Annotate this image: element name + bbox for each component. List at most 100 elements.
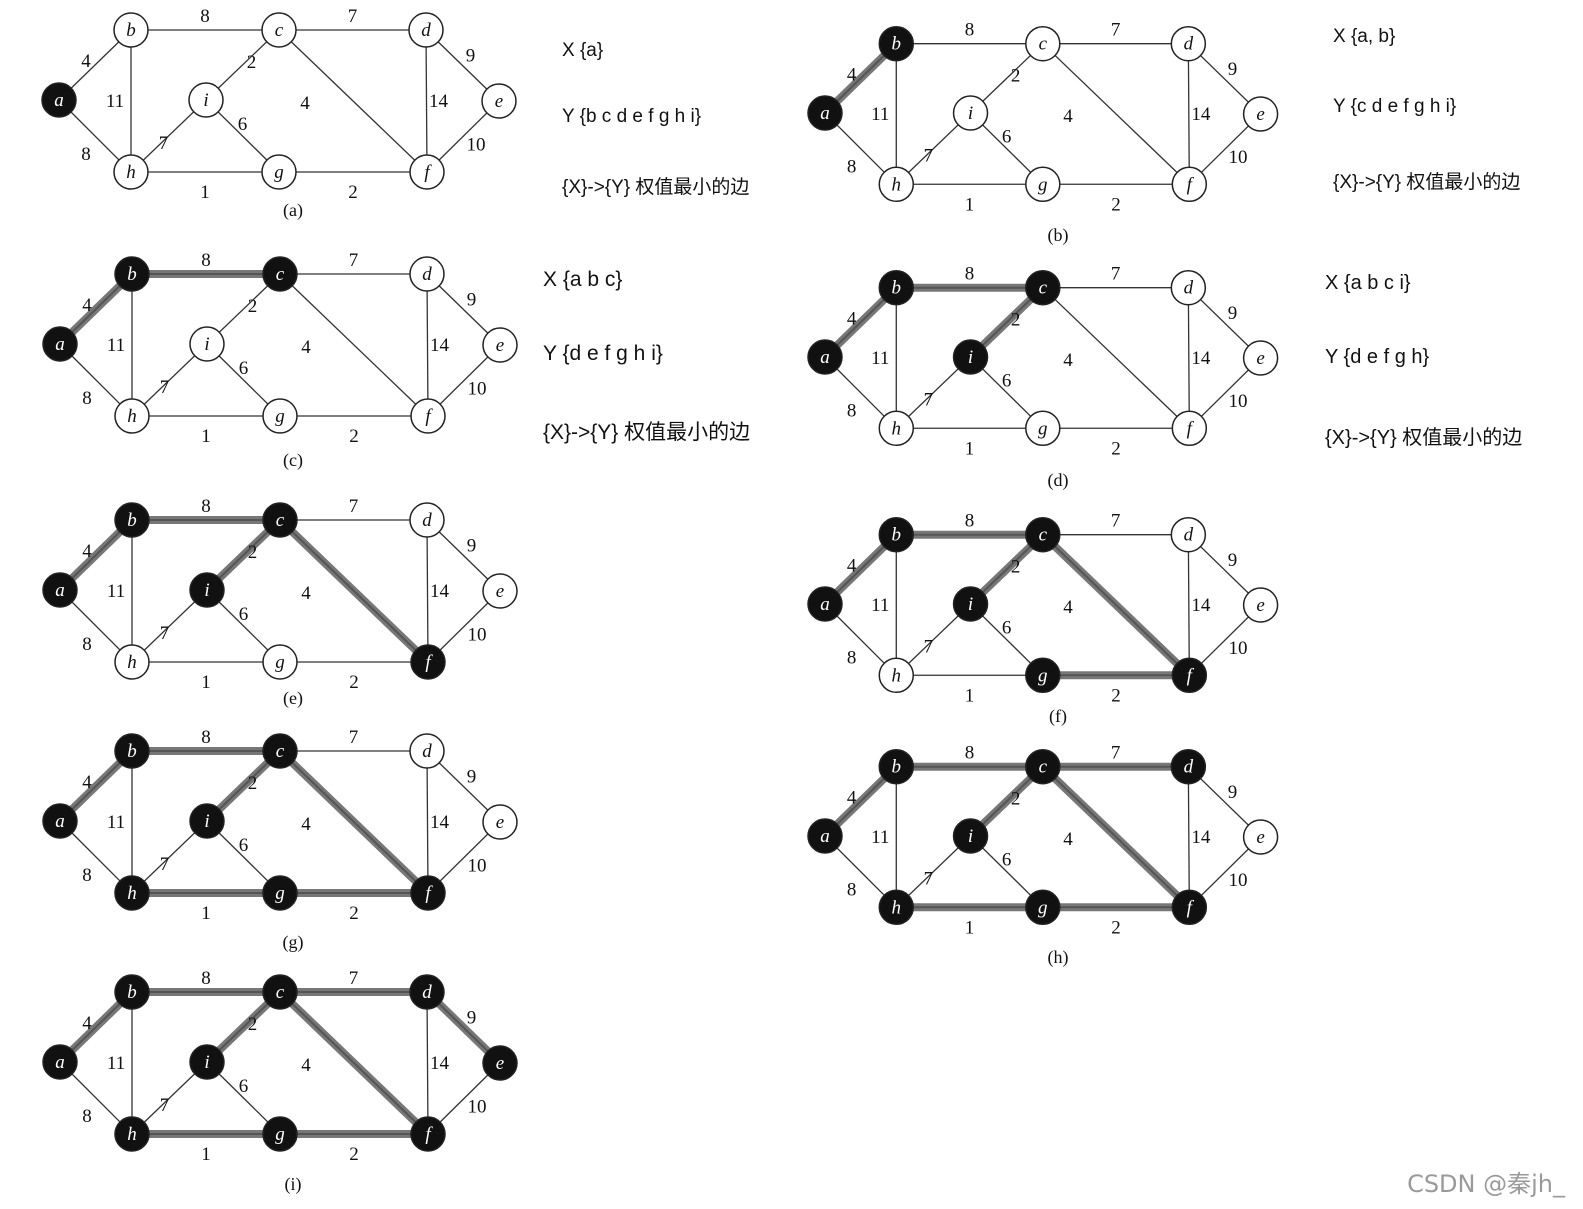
node-a [42,326,78,362]
node-label-g: g [275,406,285,427]
edge-weight-c-f: 4 [1063,829,1073,850]
edge-weight-g-i: 6 [1002,371,1012,392]
edge-weight-g-h: 1 [201,903,211,924]
node-label-d: d [1184,34,1194,55]
node-e [1242,96,1279,132]
edge-weight-c-i: 2 [248,542,258,563]
node-label-d: d [1184,757,1194,778]
node-label-d: d [422,982,432,1003]
edge-weight-c-i: 2 [248,296,258,317]
node-a [42,1044,78,1080]
edge-weight-c-f: 4 [301,583,311,604]
edge-weight-e-f: 10 [1228,147,1247,168]
edge-weight-a-h: 8 [82,634,92,655]
annotation-b-x-set: X {a, b} [1333,26,1396,47]
node-label-g: g [1038,665,1048,686]
edge-weight-a-h: 8 [847,401,857,422]
edge-weight-d-e: 9 [467,1008,477,1029]
edge-d-f [426,519,429,663]
edge-weight-g-h: 1 [201,672,211,693]
node-c [1025,516,1061,553]
node-label-h: h [126,162,136,183]
edge-weight-g-i: 6 [1002,618,1012,639]
edge-weight-b-c: 8 [965,20,975,41]
node-label-f: f [1187,418,1195,439]
edge-weight-e-f: 10 [468,379,487,400]
edge-weight-a-h: 8 [82,865,92,886]
edge-weight-b-h: 11 [871,348,889,369]
annotation-c-x-set: X {a b c} [543,268,623,291]
node-c [262,256,298,292]
edge-weight-a-b: 4 [847,787,857,808]
panel-caption-f: (f) [1049,706,1067,727]
node-label-d: d [422,510,432,531]
node-label-i: i [204,334,209,355]
node-d [409,256,445,292]
node-label-i: i [968,103,973,124]
edge-weight-h-i: 7 [160,377,170,398]
node-label-i: i [204,580,209,601]
edge-weight-c-i: 2 [1011,788,1021,809]
edge-c-f [1042,43,1190,185]
edge-weight-b-c: 8 [965,511,975,532]
node-label-h: h [127,652,137,673]
node-g [1025,166,1061,203]
edge-weight-g-h: 1 [200,182,210,203]
node-label-h: h [892,665,902,686]
node-label-h: h [127,1124,137,1145]
node-i [189,572,225,608]
edge-weight-g-i: 6 [238,114,248,135]
edge-weight-a-b: 4 [82,541,92,562]
node-f [1171,166,1208,203]
annotation-d-x-set: X {a b c i} [1325,272,1411,294]
node-label-b: b [126,20,136,41]
panel-caption-b: (b) [1048,225,1069,246]
edge-weight-d-f: 14 [430,812,450,833]
edge-weight-d-e: 9 [467,290,477,311]
node-b [113,12,149,48]
node-label-e: e [496,581,504,602]
node-g [262,875,298,911]
node-label-i: i [968,594,973,615]
node-label-e: e [496,335,504,356]
edge-weight-e-f: 10 [468,1097,487,1118]
node-label-a: a [54,90,64,111]
node-label-b: b [127,982,137,1003]
panel-caption-g: (g) [283,932,304,953]
node-h [878,889,915,926]
tree-edge-core-c-f [279,519,429,663]
node-i [952,339,989,375]
edge-weight-g-i: 6 [239,1076,249,1097]
node-d [409,733,445,769]
node-e [1242,340,1279,376]
edge-d-f [1187,766,1190,908]
node-g [262,1116,298,1152]
node-e [1242,819,1279,855]
edge-c-f [278,29,428,173]
node-label-b: b [892,34,902,55]
node-d [1170,516,1207,553]
node-f [410,398,446,434]
node-c [1025,25,1061,62]
edge-weight-c-f: 4 [301,814,311,835]
edge-weight-b-c: 8 [200,6,210,27]
edge-weight-c-i: 2 [248,773,258,794]
node-c [1025,269,1061,306]
edge-weight-h-i: 7 [160,854,170,875]
node-label-c: c [1039,757,1048,778]
node-f [1171,889,1208,926]
node-h [113,154,149,190]
edge-weight-d-f: 14 [430,1053,450,1074]
node-e [482,804,518,840]
tree-edge-core-c-f [279,750,429,894]
node-label-d: d [1184,278,1194,299]
edge-weight-b-h: 11 [107,581,125,602]
node-g [262,644,298,680]
node-label-a: a [820,103,830,124]
edge-c-f [279,273,429,417]
edge-weight-d-e: 9 [1228,59,1238,80]
edge-weight-b-h: 11 [107,812,125,833]
